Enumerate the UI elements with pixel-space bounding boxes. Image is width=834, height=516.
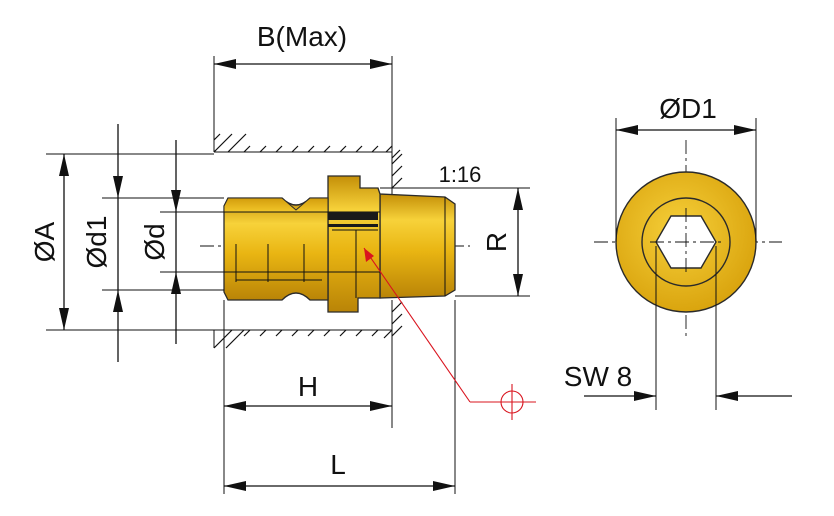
dim-sw [584,246,792,410]
dim-label-sw: SW 8 [564,361,632,392]
wall-section [213,56,403,428]
taper-label: 1:16 [439,162,482,187]
fitting-side-view [223,175,456,313]
dim-label-b-max: B(Max) [257,21,347,52]
dim-b-max [214,59,392,69]
dim-label-d1: Ød1 [81,216,112,269]
dim-h-l [223,300,456,494]
dim-label-big-d1: ØD1 [659,93,717,124]
dim-label-l: L [330,449,346,480]
left-dimensions [46,124,224,362]
dim-label-r: R [481,232,512,252]
section-leader [363,247,536,420]
dim-big-d1 [615,118,757,242]
dim-label-a: ØA [29,221,60,262]
fitting-front-view [594,140,782,340]
dim-r [380,187,530,297]
dim-label-d: Ød [139,223,170,260]
dim-label-h: H [298,371,318,402]
